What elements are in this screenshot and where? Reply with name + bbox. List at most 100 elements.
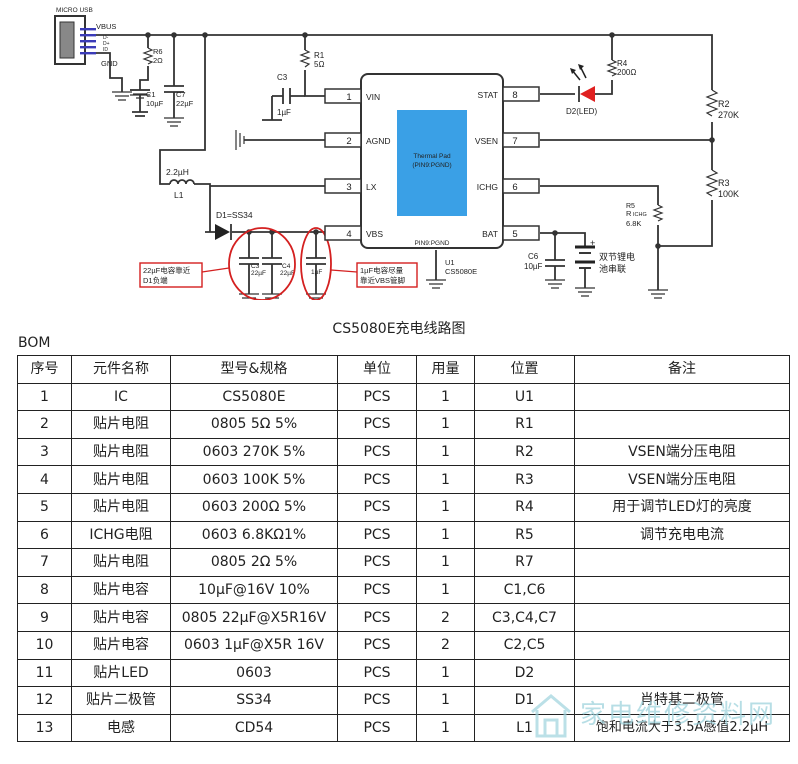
cell-remark: VSEN端分压电阻 [574,437,790,467]
micro-usb-connector: MICRO USB VBUS D- D+ ID GND [54,7,118,68]
svg-text:R4: R4 [617,59,628,68]
cell-position: D2 [474,658,575,688]
cell-position: C1,C6 [474,575,575,605]
cell-position: R2 [474,437,575,467]
cell-remark [574,658,790,688]
cell-component: 贴片二极管 [71,686,171,715]
svg-text:22µF: 22µF [280,270,295,277]
svg-text:L1: L1 [174,190,184,200]
inductor-l1: 2.2µH L1 [166,167,195,200]
cell-index: 5 [17,492,72,522]
svg-text:270K: 270K [718,110,739,120]
cell-qty: 1 [416,410,475,439]
led-d2: D2(LED) [566,64,597,116]
capacitor-c6: C6 10µF [524,252,565,280]
diode-d1: D1=SS34 [215,210,253,240]
svg-text:C1: C1 [146,90,156,99]
cell-qty: 2 [416,630,475,660]
svg-text:R6: R6 [153,47,163,56]
svg-text:22µF电容靠近: 22µF电容靠近 [143,265,191,275]
header-position: 位置 [474,355,575,384]
cell-qty: 1 [416,548,475,577]
cell-index: 9 [17,603,72,632]
svg-text:LX: LX [366,182,377,192]
capacitor-c7: C7 22µF [164,85,194,118]
cell-remark [574,575,790,605]
cell-remark [574,548,790,577]
cell-component: IC [71,382,171,412]
cell-remark: VSEN端分压电阻 [574,465,790,494]
cell-spec: 10µF@16V 10% [170,575,338,605]
svg-text:22µF: 22µF [251,270,266,277]
svg-text:U1: U1 [445,258,455,267]
usb-pin-dplus: D+ [103,41,110,47]
cell-index: 13 [17,713,72,743]
capacitor-c3-vin: C3 1µF [262,73,291,121]
cell-spec: 0603 1µF@X5R 16V [170,630,338,660]
svg-text:ICHG: ICHG [633,212,647,218]
cell-component: 贴片电阻 [71,437,171,467]
cell-position: C3,C4,C7 [474,603,575,632]
svg-text:C7: C7 [176,90,186,99]
cell-remark: 肖特基二极管 [574,686,790,715]
svg-text:C3: C3 [277,73,288,82]
cell-qty: 2 [416,603,475,632]
svg-text:AGND: AGND [366,136,391,146]
svg-text:1: 1 [346,92,351,103]
cell-position: R5 [474,520,575,550]
svg-text:R3: R3 [718,178,730,188]
cell-component: 贴片电阻 [71,410,171,439]
cell-component: 贴片电容 [71,575,171,605]
cell-remark [574,410,790,439]
resistor-r4: R4 200Ω [606,59,636,77]
svg-text:Thermal Pad: Thermal Pad [413,153,451,160]
svg-text:22µF: 22µF [176,99,194,108]
capacitor-c1: C1 10µF [130,89,164,117]
cell-unit: PCS [337,686,417,715]
cell-remark [574,603,790,632]
svg-text:R2: R2 [718,99,730,109]
cell-unit: PCS [337,410,417,439]
svg-text:R5: R5 [626,203,635,210]
cell-index: 7 [17,548,72,577]
cell-position: L1 [474,713,575,743]
cell-qty: 1 [416,437,475,467]
cell-spec: 0805 22µF@X5R16V [170,603,338,632]
cell-qty: 1 [416,492,475,522]
header-qty: 用量 [416,355,475,384]
svg-text:2Ω: 2Ω [153,56,163,65]
cell-position: D1 [474,686,575,715]
circuit-wires [96,32,715,290]
cell-qty: 1 [416,382,475,412]
svg-text:R: R [626,209,632,218]
cell-position: R4 [474,492,575,522]
resistor-r6: R6 2Ω [142,47,163,65]
resistor-r5: R5 R ICHG 6.8K [626,203,664,228]
cell-unit: PCS [337,465,417,494]
header-spec: 型号&规格 [170,355,338,384]
cell-qty: 1 [416,686,475,715]
svg-text:8: 8 [512,90,517,101]
usb-pin-vbus: VBUS [96,22,116,31]
capacitor-c4-vbs: C4 22µF [262,257,295,294]
cell-qty: 1 [416,713,475,743]
cell-position: R3 [474,465,575,494]
cell-index: 2 [17,410,72,439]
cell-unit: PCS [337,382,417,412]
cell-position: R7 [474,548,575,577]
svg-text:10µF: 10µF [524,262,543,271]
cell-unit: PCS [337,630,417,660]
svg-text:双节锂电: 双节锂电 [599,251,635,262]
svg-text:BAT: BAT [482,229,498,239]
svg-text:C6: C6 [528,252,539,261]
svg-text:D2(LED): D2(LED) [566,107,597,116]
cell-unit: PCS [337,575,417,605]
resistor-r2: R2 270K [705,89,739,120]
